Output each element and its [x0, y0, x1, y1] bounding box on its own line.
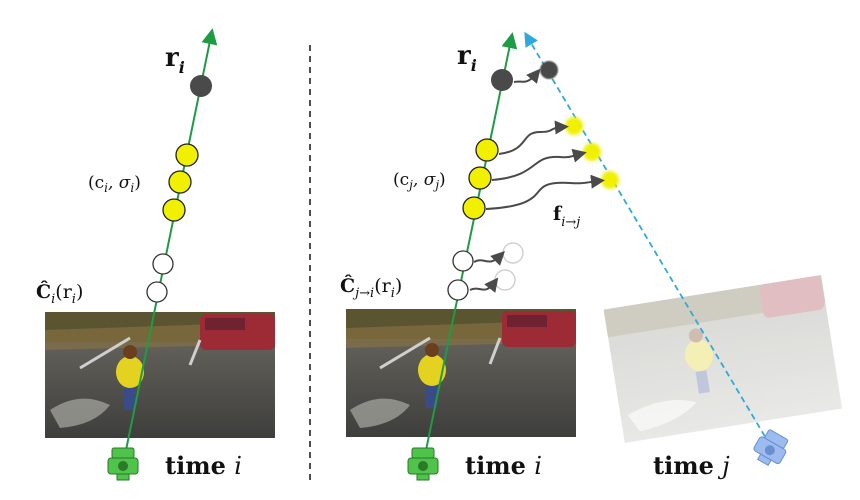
- camera-icon: [753, 429, 789, 467]
- left-panel: ri (ci, σi) Ĉi(ri) time i: [36, 28, 275, 481]
- frame-j-photo: [603, 275, 843, 443]
- sample-label-i: (ci, σi): [88, 173, 141, 195]
- empty-sample: [447, 279, 469, 301]
- warp-arrow: [469, 277, 499, 293]
- warped-sample: [601, 171, 619, 189]
- warp-arrow: [473, 251, 505, 266]
- sample-point: [462, 196, 486, 220]
- warped-empty-sample: [502, 242, 524, 264]
- sample-label-j: (cj, σj): [393, 170, 446, 192]
- time-label-j: time j: [653, 451, 730, 480]
- flow-arrow: [485, 174, 605, 210]
- empty-sample: [146, 281, 168, 303]
- empty-sample: [152, 253, 174, 275]
- warped-sample: [583, 143, 601, 161]
- ray-i-right: [424, 32, 518, 456]
- ray-label-i-right: ri: [457, 41, 477, 75]
- dark-sample: [190, 75, 212, 97]
- sample-point: [475, 138, 499, 162]
- frame-i-photo-right: [346, 309, 576, 437]
- warped-empty-sample: [494, 269, 516, 291]
- ray-i: [124, 28, 218, 456]
- sample-point: [162, 198, 186, 222]
- sample-point: [468, 166, 492, 190]
- right-panel: ri (cj, σj) fi→j Ĉj→i(ri) time i: [340, 31, 843, 481]
- flow-arrow: [491, 148, 587, 181]
- sample-point: [168, 170, 192, 194]
- warp-arrow: [513, 68, 541, 84]
- flow-label: fi→j: [553, 203, 580, 230]
- camera-icon: [107, 447, 139, 481]
- frame-i-photo: [45, 312, 275, 438]
- time-label-i: time i: [165, 451, 242, 480]
- color-label-i: Ĉi(ri): [36, 280, 83, 307]
- warped-sample: [565, 117, 583, 135]
- ray-label-i: ri: [165, 43, 185, 77]
- flow-arrow: [498, 120, 569, 155]
- color-label-j: Ĉj→i(ri): [340, 274, 402, 301]
- sample-point: [175, 143, 199, 167]
- warped-dark-sample: [540, 61, 558, 79]
- ray-j: [524, 31, 771, 446]
- camera-icon: [407, 447, 439, 481]
- dark-sample: [491, 69, 513, 91]
- empty-sample: [452, 250, 474, 272]
- time-label-i-right: time i: [465, 451, 542, 480]
